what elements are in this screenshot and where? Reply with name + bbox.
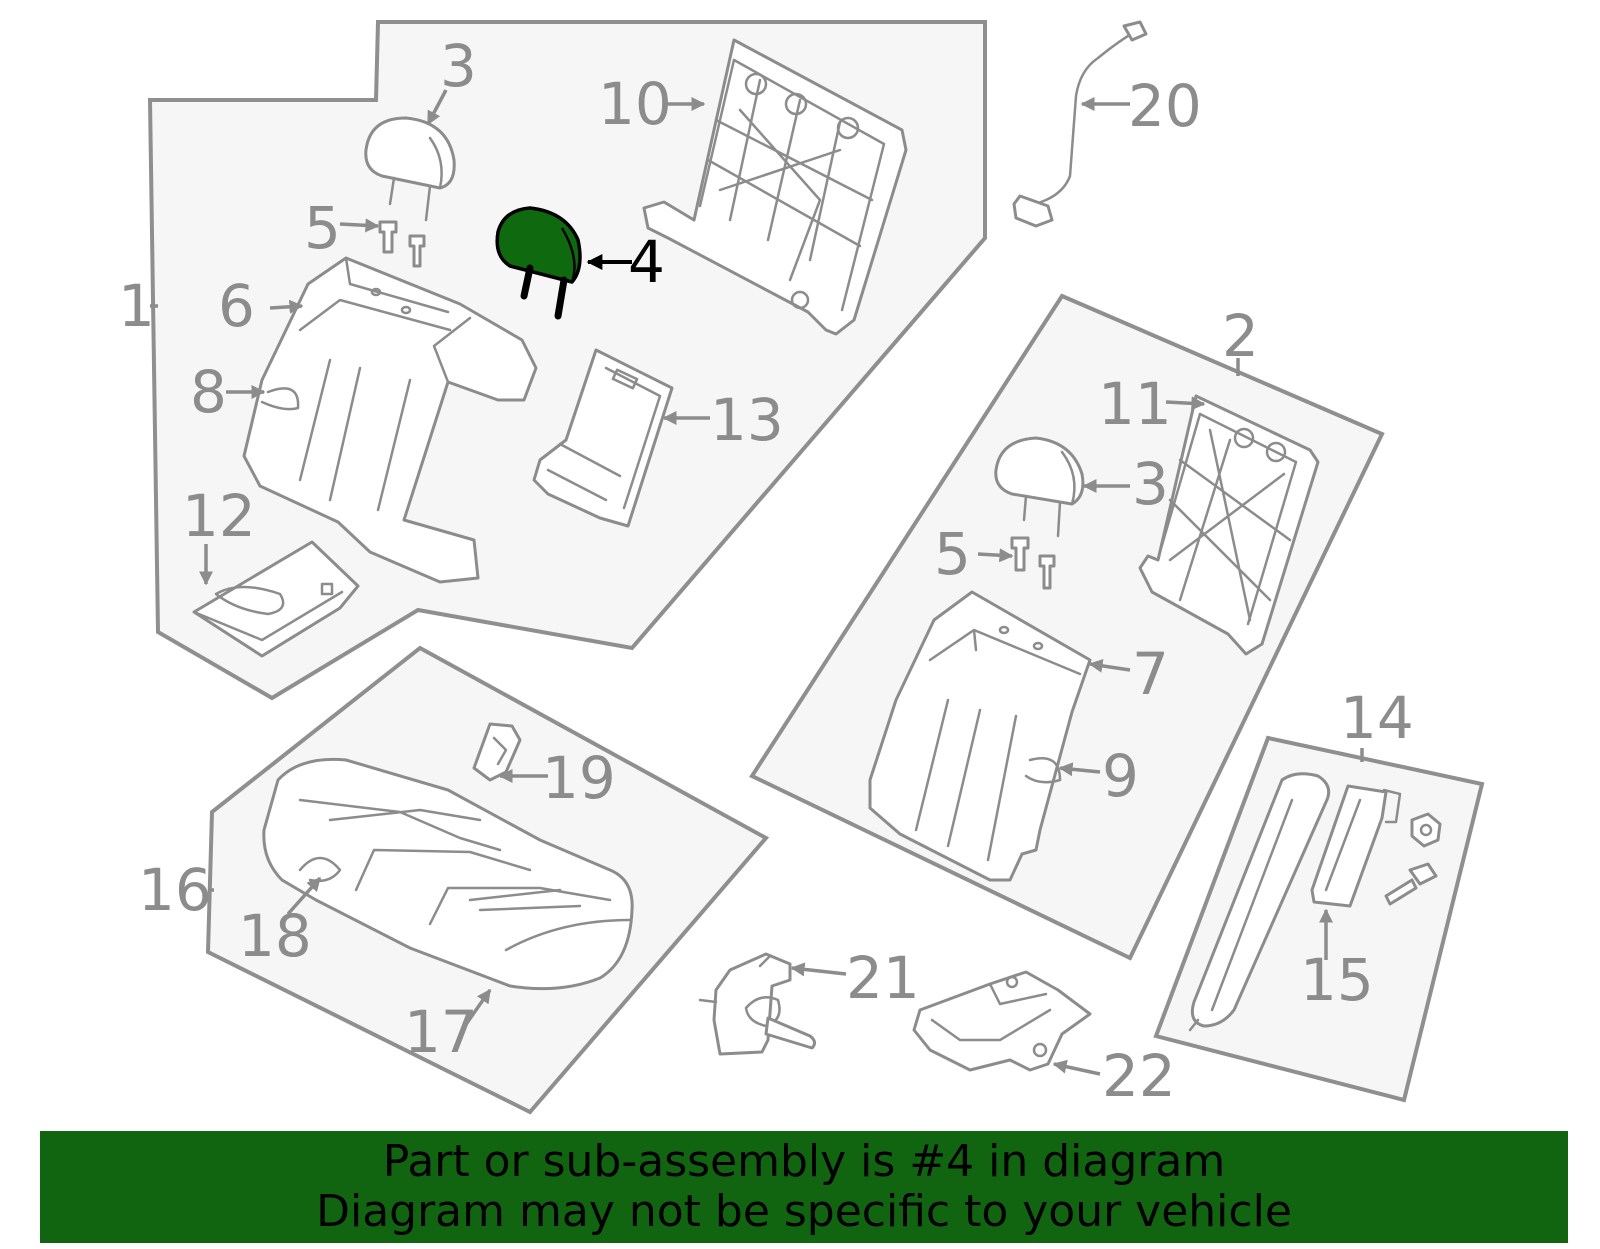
callout-11: 11 <box>1098 370 1172 438</box>
banner-line-part-info: Part or sub-assembly is #4 in diagram <box>382 1136 1226 1187</box>
callout-19: 19 <box>542 744 616 812</box>
callout-21: 21 <box>846 944 920 1012</box>
callout-12: 12 <box>182 482 256 550</box>
seatback-frame-part-10[interactable] <box>642 38 908 336</box>
callout-5-right: 5 <box>934 520 971 588</box>
headrest-highlighted-part-4[interactable] <box>495 206 582 320</box>
bolts-right-part-5[interactable] <box>1010 536 1056 590</box>
seatback-frame-part-11[interactable] <box>1138 394 1320 656</box>
headrest-left-part-3[interactable] <box>364 116 456 222</box>
latch-part-21[interactable] <box>698 952 817 1056</box>
bolts-left-part-5[interactable] <box>378 220 426 268</box>
seatback-cover-part-6[interactable] <box>242 256 538 584</box>
callout-7: 7 <box>1132 640 1169 708</box>
callout-2: 2 <box>1222 302 1259 370</box>
part-8-marker-area <box>260 387 300 411</box>
callout-3-left: 3 <box>440 32 477 100</box>
wire-harness-part-20[interactable] <box>1012 20 1148 228</box>
leader-lines <box>150 89 1364 1076</box>
callout-5-left: 5 <box>304 194 341 262</box>
callout-9: 9 <box>1102 742 1139 810</box>
callout-1: 1 <box>118 272 155 340</box>
callout-18: 18 <box>238 902 312 970</box>
callout-22: 22 <box>1102 1042 1176 1110</box>
callout-14: 14 <box>1340 684 1414 752</box>
callout-13: 13 <box>710 386 784 454</box>
callout-4: 4 <box>628 228 665 296</box>
callout-17: 17 <box>404 998 478 1066</box>
callout-15: 15 <box>1300 946 1374 1014</box>
callout-16: 16 <box>138 856 212 924</box>
nut-hardware[interactable] <box>1410 812 1442 848</box>
side-bolster-part-14[interactable] <box>1188 772 1331 1032</box>
headrest-right-part-3[interactable] <box>994 436 1085 538</box>
armrest-box-part-12[interactable] <box>192 540 360 658</box>
callout-10: 10 <box>598 70 672 138</box>
seatback-cover-part-7[interactable] <box>868 590 1092 882</box>
callout-6: 6 <box>218 272 255 340</box>
callout-labels: 1 2 3 3 4 5 5 6 7 8 9 10 11 12 13 14 15 … <box>118 32 1414 1110</box>
callout-3-right: 3 <box>1132 450 1169 518</box>
bolt-hardware[interactable] <box>1384 862 1438 906</box>
banner-line-disclaimer: Diagram may not be specific to your vehi… <box>316 1186 1292 1237</box>
hinge-part-22[interactable] <box>912 970 1092 1072</box>
callout-8: 8 <box>190 358 227 426</box>
seat-cushion-part-17[interactable] <box>262 757 634 991</box>
airbag-module-part-15[interactable] <box>1310 784 1402 908</box>
callout-20: 20 <box>1128 72 1202 140</box>
bracket-part-13[interactable] <box>532 348 674 528</box>
info-banner: Part or sub-assembly is #4 in diagram Di… <box>40 1131 1568 1243</box>
